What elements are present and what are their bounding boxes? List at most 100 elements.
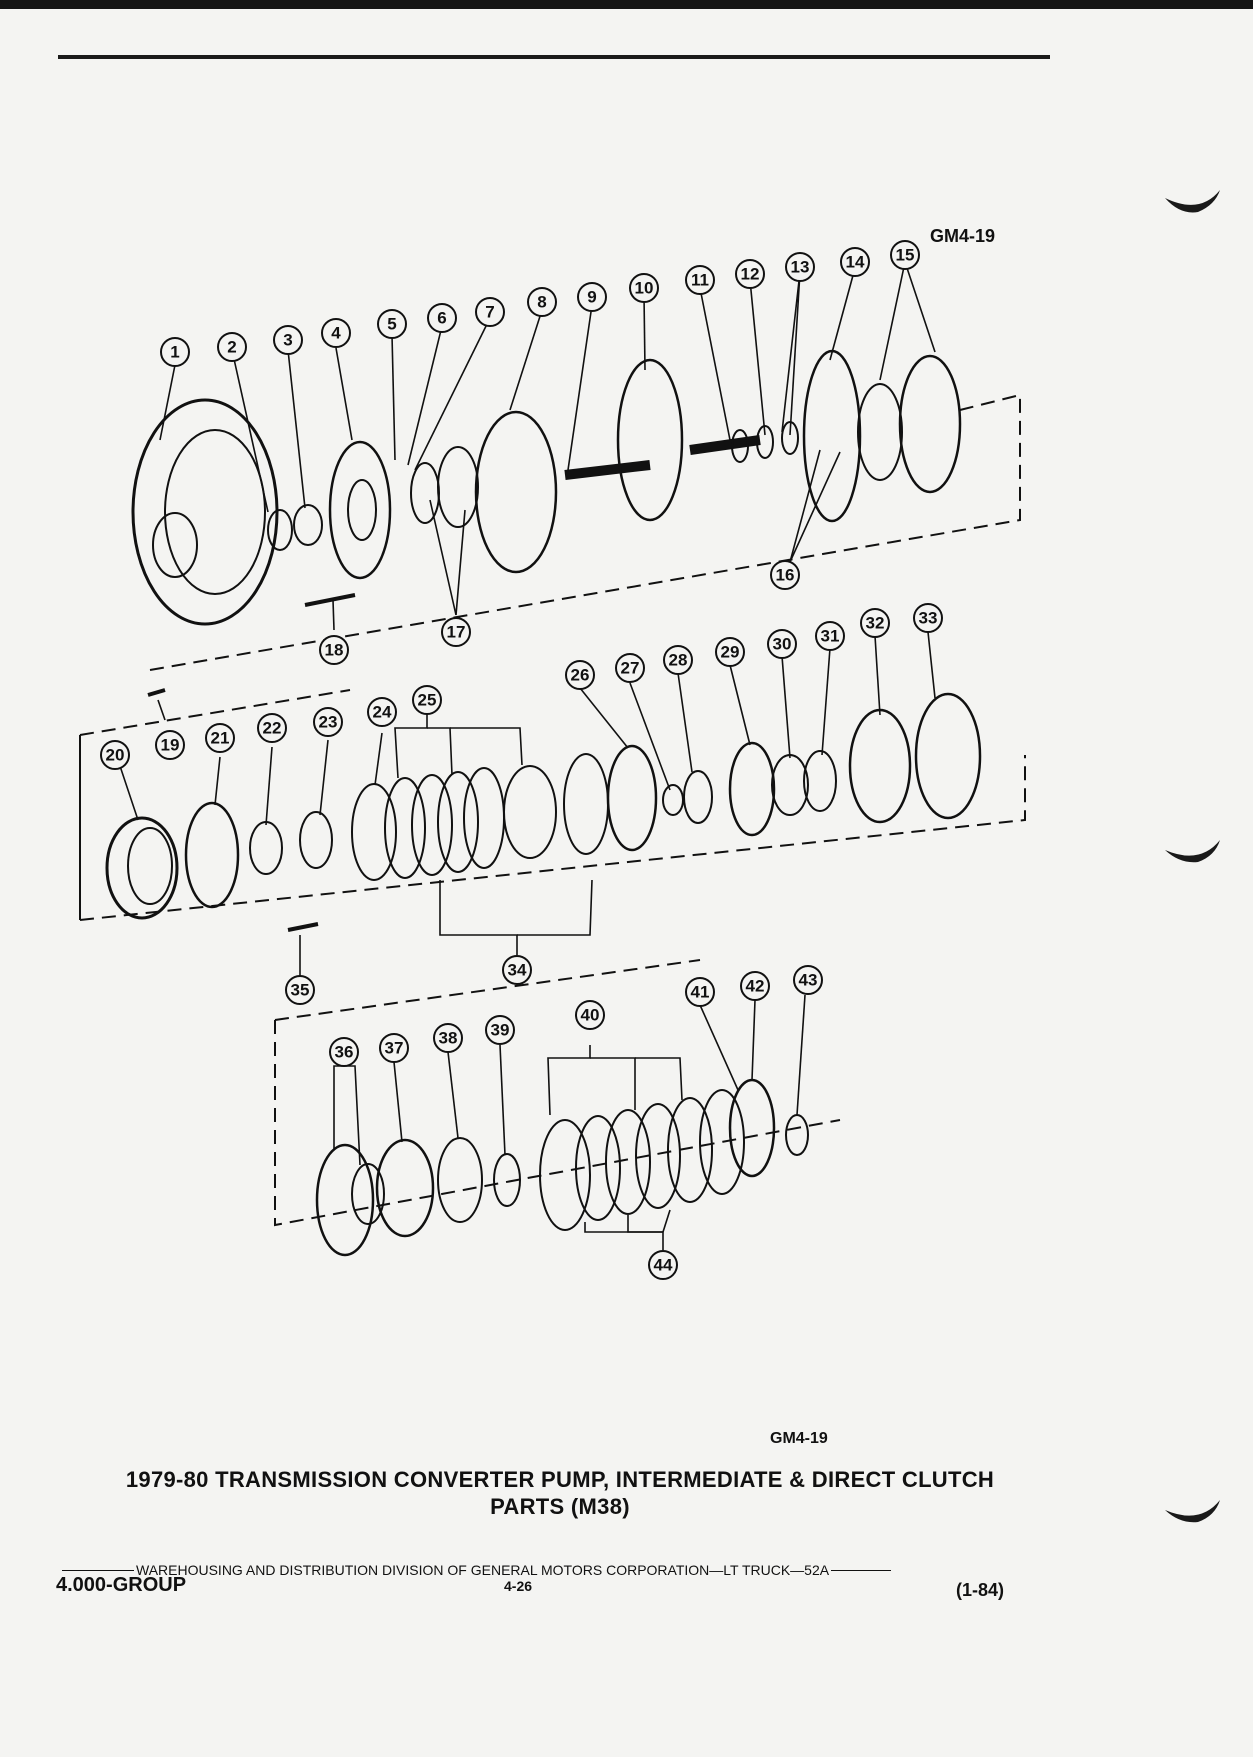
callout-12: 12 [735, 259, 765, 289]
callout-29: 29 [715, 637, 745, 667]
plate-26 [606, 744, 658, 852]
svg-text:27: 27 [621, 659, 640, 678]
callout-23: 23 [313, 707, 343, 737]
callout-28: 28 [663, 645, 693, 675]
bushing-3 [293, 504, 323, 546]
svg-text:37: 37 [385, 1039, 404, 1058]
bolt-35 [287, 922, 319, 932]
footer-dash-right [831, 1569, 892, 1571]
revision-date: (1-84) [956, 1580, 1005, 1600]
callout-30: 30 [767, 629, 797, 659]
callout-7: 7 [475, 297, 505, 327]
callout-17: 17 [441, 617, 471, 647]
spring-38 [437, 1137, 483, 1223]
callout-3: 3 [273, 325, 303, 355]
svg-text:38: 38 [439, 1029, 458, 1048]
callout-16: 16 [770, 560, 800, 590]
gasket-14 [802, 349, 862, 523]
ring-28 [683, 770, 713, 824]
page-number: 4-26 [504, 1578, 533, 1594]
seal-ring-15b [898, 354, 962, 494]
svg-text:22: 22 [263, 719, 282, 738]
binder-hole-marks [1165, 190, 1220, 1523]
direct-clutch-housing [105, 816, 179, 920]
pump-body [328, 440, 392, 580]
svg-text:23: 23 [319, 713, 338, 732]
frame-lower [274, 1020, 841, 1227]
leader-lines [117, 261, 936, 1250]
figure-code-top: GM4-19 [930, 226, 996, 246]
callout-9: 9 [577, 282, 607, 312]
sprag-21 [184, 801, 240, 909]
svg-text:14: 14 [846, 253, 865, 272]
svg-text:44: 44 [654, 1256, 673, 1275]
ring-39 [493, 1153, 521, 1207]
o-ring-8 [474, 410, 558, 574]
callout-13: 13 [785, 252, 815, 282]
footer-publisher: WAREHOUSING AND DISTRIBUTION DIVISION OF… [136, 1562, 830, 1578]
svg-text:43: 43 [799, 971, 818, 990]
callout-42: 42 [740, 971, 770, 1001]
group-number: 4.000-GROUP [56, 1574, 187, 1596]
callout-5: 5 [377, 309, 407, 339]
callout-15: 15 [890, 240, 920, 270]
page-top-edge [0, 0, 1253, 9]
retainer-23 [299, 811, 333, 869]
svg-text:2: 2 [227, 338, 236, 357]
callout-18: 18 [319, 635, 349, 665]
bolt-18 [304, 593, 356, 607]
figure-code: GM4-19 [770, 1430, 828, 1447]
callout-11: 11 [685, 265, 715, 295]
callout-22: 22 [257, 713, 287, 743]
svg-text:4: 4 [331, 324, 341, 343]
svg-text:36: 36 [335, 1043, 354, 1062]
callout-markers: 1 2 3 4 5 6 7 8 9 10 11 12 13 14 15 16 1… [100, 240, 943, 1280]
plate-40a [539, 1119, 591, 1231]
svg-text:30: 30 [773, 635, 792, 654]
plate-25 [503, 765, 557, 859]
seal-2 [267, 509, 293, 551]
ring-43 [785, 1114, 809, 1156]
svg-text:41: 41 [691, 983, 710, 1002]
frame-upper [149, 393, 1021, 671]
svg-text:24: 24 [373, 703, 392, 722]
svg-text:21: 21 [211, 729, 230, 748]
plate-24 [351, 783, 397, 881]
gear-29 [728, 741, 776, 837]
svg-text:10: 10 [635, 279, 654, 298]
svg-text:16: 16 [776, 566, 795, 585]
callout-39: 39 [485, 1015, 515, 1045]
svg-text:28: 28 [669, 651, 688, 670]
svg-text:33: 33 [919, 609, 938, 628]
band-32 [848, 708, 912, 824]
svg-text:42: 42 [746, 977, 765, 996]
pump-cover [616, 358, 684, 522]
callout-21: 21 [205, 723, 235, 753]
piston-37 [375, 1138, 435, 1238]
callout-36: 36 [329, 1037, 359, 1067]
callout-40: 40 [575, 1000, 605, 1030]
callout-24: 24 [367, 697, 397, 727]
frame-middle [79, 755, 1026, 921]
callout-38: 38 [433, 1023, 463, 1053]
svg-text:35: 35 [291, 981, 310, 1000]
torque-converter [131, 398, 279, 626]
svg-text:11: 11 [691, 271, 709, 290]
callout-1: 1 [160, 337, 190, 367]
svg-text:20: 20 [106, 746, 125, 765]
seal-36a [315, 1143, 375, 1257]
callout-41: 41 [685, 977, 715, 1007]
callout-33: 33 [913, 603, 943, 633]
drum-33 [914, 692, 982, 820]
seal-36b [351, 1163, 385, 1225]
svg-text:25: 25 [418, 691, 437, 710]
callout-6: 6 [427, 303, 457, 333]
callout-4: 4 [321, 318, 351, 348]
svg-text:3: 3 [283, 331, 292, 350]
plate-42 [728, 1078, 776, 1178]
bolt-19 [147, 688, 166, 697]
caption-line-1: 1979-80 TRANSMISSION CONVERTER PUMP, INT… [125, 1467, 995, 1492]
svg-text:18: 18 [325, 641, 344, 660]
gear-outer [437, 446, 479, 528]
